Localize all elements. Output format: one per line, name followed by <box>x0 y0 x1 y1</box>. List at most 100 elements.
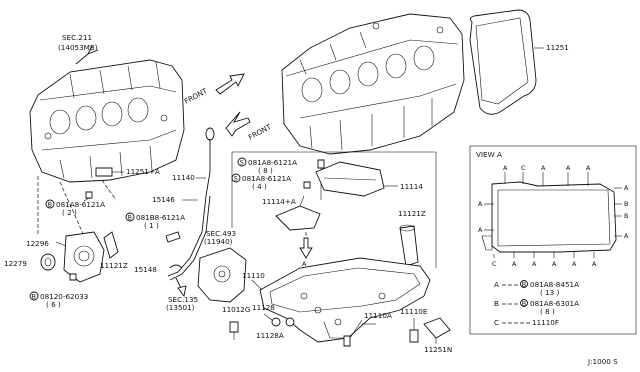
svg-text:B: B <box>624 200 628 208</box>
bolt-b-08120-6: B 08120-62033 ( 6 ) <box>29 273 88 309</box>
diagram-code: J:1000 S <box>587 357 618 366</box>
svg-text:B: B <box>494 299 499 308</box>
bolt-11110e <box>409 329 419 343</box>
svg-text:( 2 ): ( 2 ) <box>62 208 77 217</box>
bolt-b-081b8-1: B 081B8-6121A ( 1 ) <box>125 212 185 243</box>
bracket-11121z-left <box>103 231 119 259</box>
part-11114-label: 11114 <box>400 182 423 191</box>
svg-text:S: S <box>234 175 238 183</box>
svg-text:081B8-6121A: 081B8-6121A <box>136 213 185 222</box>
part-11140-label: 11140 <box>172 173 195 182</box>
washer-11128 <box>271 317 281 327</box>
view-a-arrow <box>299 237 313 259</box>
svg-text:A: A <box>552 260 557 268</box>
part-11251n-label: 11251N <box>424 345 452 354</box>
svg-text:( 8 ): ( 8 ) <box>540 307 555 316</box>
sec135-sub-label: (13501) <box>166 303 195 312</box>
svg-text:A: A <box>478 200 483 208</box>
svg-text:C: C <box>494 318 499 327</box>
hose-15148 <box>169 264 183 269</box>
svg-text:A: A <box>532 260 537 268</box>
svg-text:081A8-6121A: 081A8-6121A <box>56 200 105 209</box>
svg-text:A: A <box>494 280 499 289</box>
drain-plug-11012g <box>229 321 239 333</box>
svg-text:FRONT: FRONT <box>183 86 209 106</box>
part-11012g-label: 11012G <box>222 305 250 314</box>
sec211-arrow-head <box>87 45 99 55</box>
part-11110-label: 11110 <box>242 271 265 280</box>
svg-text:( 4 ): ( 4 ) <box>252 182 267 191</box>
washer-11128a <box>285 317 295 327</box>
part-12296-label: 12296 <box>26 239 49 248</box>
svg-text:A: A <box>566 164 571 172</box>
gasket-11251a <box>95 167 113 177</box>
sec493-label: SEC.493 <box>206 229 236 238</box>
oil-level-gauge-11140 <box>196 127 215 197</box>
view-a-title: VIEW A <box>476 150 502 159</box>
svg-text:08120-62033: 08120-62033 <box>40 292 88 301</box>
gauge-guide-15146 <box>167 195 207 277</box>
bolt-s-081a8-8: S 081A8-6121A ( 8 ) <box>237 157 325 200</box>
rear-seal-12279 <box>40 253 56 271</box>
oil-seal-retainer-12296 <box>55 231 105 283</box>
view-a-arrow-letter: A <box>302 260 307 268</box>
part-15146-label: 15146 <box>152 195 175 204</box>
svg-text:B: B <box>522 281 526 289</box>
svg-text:081A8-8451A: 081A8-8451A <box>530 280 579 289</box>
bolt-b-081a8-2: B 081A8-6121A ( 2 ) <box>45 191 105 217</box>
part-15148-label: 15148 <box>134 265 157 274</box>
sec493-sub-label: (11940) <box>204 237 233 246</box>
svg-text:FRONT: FRONT <box>247 122 273 142</box>
part-11251a-label: 11251+A <box>126 167 160 176</box>
part-12279-label: 12279 <box>4 259 27 268</box>
strainer-11114a <box>275 205 321 231</box>
svg-text:( 13 ): ( 13 ) <box>540 288 560 297</box>
left-cylinder-block <box>29 59 185 183</box>
part-11251-label: 11251 <box>546 43 569 52</box>
svg-text:( 8 ): ( 8 ) <box>258 166 273 175</box>
center-callout-box <box>232 151 437 268</box>
svg-text:( 1 ): ( 1 ) <box>144 221 159 230</box>
center-cylinder-block <box>281 13 465 155</box>
part-11128-label: 11128 <box>252 303 275 312</box>
bolt-s-081a8-4: S 081A8-6121A ( 4 ) <box>231 173 311 191</box>
svg-text:A: A <box>541 164 546 172</box>
svg-text:S: S <box>240 159 244 167</box>
view-a-legend: A B 081A8-8451A ( 13 ) B B 081A8-6301A (… <box>494 280 579 327</box>
front-arrow-middle: FRONT <box>225 111 273 142</box>
part-11128a-label: 11128A <box>256 331 284 340</box>
svg-text:( 6 ): ( 6 ) <box>46 300 61 309</box>
sec211-sub-label: (14053MB) <box>58 43 98 52</box>
part-11110e-label: 11110E <box>400 307 428 316</box>
svg-text:081A8-6121A: 081A8-6121A <box>248 158 297 167</box>
svg-text:A: A <box>592 260 597 268</box>
svg-text:081A8-6301A: 081A8-6301A <box>530 299 579 308</box>
svg-text:A: A <box>478 226 483 234</box>
part-11121z-right-label: 11121Z <box>398 209 426 218</box>
svg-text:B: B <box>32 293 36 301</box>
svg-text:11110F: 11110F <box>532 318 559 327</box>
sump-11121z-right <box>399 225 419 267</box>
part-11121z-left-label: 11121Z <box>100 261 128 270</box>
part-11114a-label: 11114+A <box>262 197 296 206</box>
svg-text:A: A <box>572 260 577 268</box>
svg-text:A: A <box>503 164 508 172</box>
view-a-callouts: A C A A A A B B A A A C A A A A A <box>478 164 629 268</box>
svg-text:B: B <box>624 212 628 220</box>
svg-text:081A8-6121A: 081A8-6121A <box>242 174 291 183</box>
view-a-pan-outline <box>481 181 617 253</box>
svg-text:A: A <box>512 260 517 268</box>
svg-text:B: B <box>48 201 52 209</box>
svg-text:A: A <box>624 232 629 240</box>
part-11110a-label: 11110A <box>364 311 392 320</box>
front-arrow-top: FRONT <box>183 73 245 106</box>
svg-text:C: C <box>521 164 526 172</box>
svg-text:B: B <box>522 300 526 308</box>
svg-text:B: B <box>128 214 132 222</box>
view-a-panel <box>469 145 637 335</box>
cover-11251n <box>423 317 451 339</box>
sec211-arrow <box>75 53 89 65</box>
bolt-11110a <box>343 335 351 347</box>
rear-gasket-11251 <box>469 9 537 115</box>
